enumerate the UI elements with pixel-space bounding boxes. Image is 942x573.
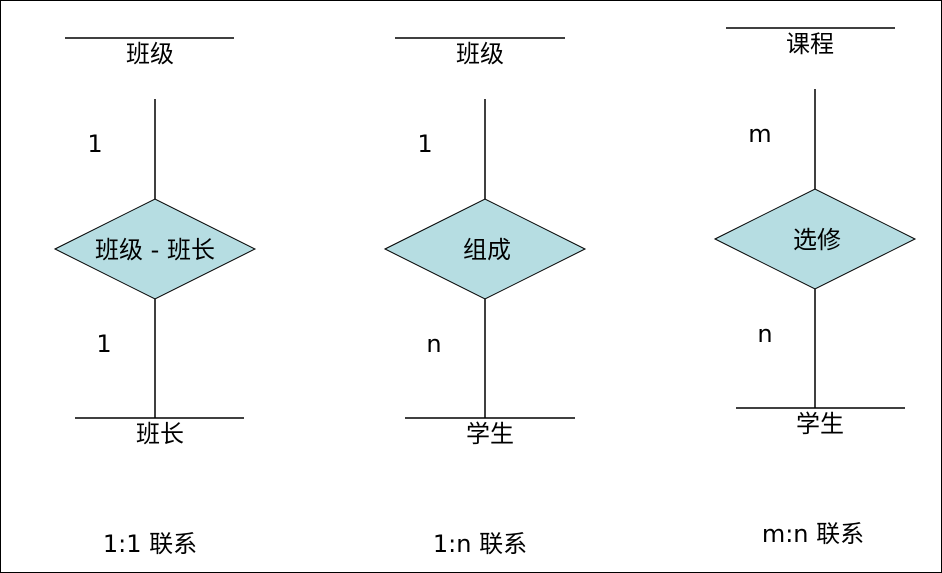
relationship-diamond bbox=[53, 198, 257, 300]
entity-top-label: 班级 bbox=[126, 40, 174, 68]
relationship-label: 组成 bbox=[463, 236, 511, 264]
cardinality-top: m bbox=[748, 120, 771, 148]
relationship-diamond bbox=[383, 198, 587, 300]
entity-top-label: 课程 bbox=[786, 30, 834, 58]
diagram-caption: 1:n 联系 bbox=[433, 530, 527, 558]
entity-bottom-label: 学生 bbox=[466, 420, 514, 448]
cardinality-bottom: n bbox=[757, 320, 772, 348]
diagram-one-to-one: 班级 1 班级 - 班长 1 班长 1:1 联系 bbox=[53, 37, 257, 558]
diagram-caption: 1:1 联系 bbox=[103, 530, 197, 558]
entity-bottom-label: 学生 bbox=[796, 410, 844, 438]
cardinality-top: 1 bbox=[87, 130, 102, 158]
relationship-label: 选修 bbox=[793, 226, 841, 254]
cardinality-bottom: 1 bbox=[96, 330, 111, 358]
cardinality-top: 1 bbox=[417, 130, 432, 158]
entity-top-label: 班级 bbox=[456, 40, 504, 68]
diagram-caption: m:n 联系 bbox=[762, 520, 864, 548]
diagram-many-to-many: 课程 m 选修 n 学生 m:n 联系 bbox=[713, 27, 917, 548]
relationship-label: 班级 - 班长 bbox=[95, 236, 215, 264]
entity-bottom-label: 班长 bbox=[136, 420, 184, 448]
cardinality-bottom: n bbox=[426, 330, 441, 358]
diagram-one-to-many: 班级 1 组成 n 学生 1:n 联系 bbox=[383, 37, 587, 558]
relationship-diamond bbox=[713, 188, 917, 290]
